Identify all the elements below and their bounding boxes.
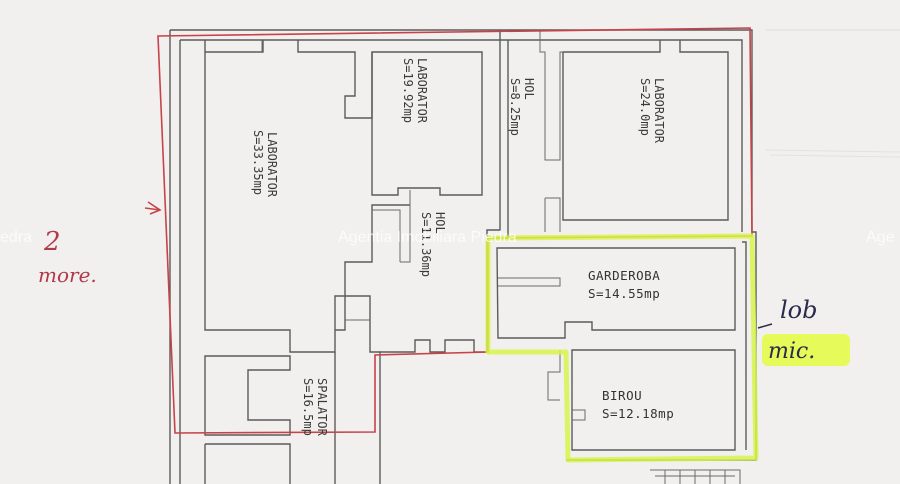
watermark-right: Age bbox=[866, 229, 895, 246]
stairs bbox=[650, 469, 741, 484]
laborator-large-area: S=33.35mp bbox=[251, 130, 265, 195]
laborator-mid-area: S=19.92mp bbox=[401, 58, 415, 123]
watermark-center: Agentia Imobiliara Piedra bbox=[338, 229, 517, 246]
garderoba-area: S=14.55mp bbox=[588, 286, 660, 301]
watermark-left: edra bbox=[0, 229, 32, 246]
room-laborator-large bbox=[204, 40, 410, 353]
label-spalator: SPALATOR S=16.5mp bbox=[301, 378, 329, 437]
room-hol-mid bbox=[334, 295, 381, 484]
room-laborator-right bbox=[544, 40, 729, 232]
spalator-area: S=16.5mp bbox=[301, 378, 315, 436]
hol-mid-name: HOL bbox=[433, 212, 447, 234]
laborator-right-name: LABORATOR bbox=[652, 78, 666, 144]
annotation-left: 2 more. bbox=[38, 227, 97, 287]
hol-top-area: S=8.25mp bbox=[508, 78, 522, 136]
room-spalator bbox=[204, 355, 291, 484]
annotation-right-number: lob bbox=[780, 296, 818, 324]
room-garderoba bbox=[496, 247, 736, 339]
background-paper-lines bbox=[764, 29, 900, 158]
hol-mid-area: S=11.36mp bbox=[419, 212, 433, 277]
watermark: Agentia Imobiliara Piedra edra Age bbox=[0, 229, 895, 246]
garderoba-name: GARDEROBA bbox=[588, 268, 660, 283]
label-hol-mid: HOL S=11.36mp bbox=[419, 212, 447, 277]
label-garderoba: GARDEROBA S=14.55mp bbox=[588, 268, 660, 301]
birou-name: BIROU bbox=[602, 388, 642, 403]
annotation-right: lob mic. bbox=[757, 296, 850, 366]
room-birou bbox=[547, 349, 736, 451]
label-laborator-right: LABORATOR S=24.0mp bbox=[638, 78, 666, 144]
label-laborator-mid: LABORATOR S=19.92mp bbox=[401, 58, 429, 124]
annotation-right-highlight bbox=[762, 334, 850, 366]
birou-area: S=12.18mp bbox=[602, 406, 674, 421]
label-laborator-large: LABORATOR S=33.35mp bbox=[251, 130, 279, 198]
laborator-right-area: S=24.0mp bbox=[638, 78, 652, 136]
laborator-mid-name: LABORATOR bbox=[415, 58, 429, 124]
annotation-left-word: more. bbox=[38, 263, 97, 287]
hol-top-name: HOL bbox=[522, 78, 536, 100]
room-laborator-mid bbox=[371, 51, 483, 263]
green-highlight bbox=[485, 233, 759, 463]
annotation-left-number: 2 bbox=[43, 227, 61, 257]
label-birou: BIROU S=12.18mp bbox=[602, 388, 674, 421]
annotation-right-word: mic. bbox=[768, 339, 815, 364]
laborator-large-name: LABORATOR bbox=[265, 132, 279, 198]
spalator-name: SPALATOR bbox=[315, 378, 329, 437]
label-hol-top: HOL S=8.25mp bbox=[508, 78, 536, 136]
